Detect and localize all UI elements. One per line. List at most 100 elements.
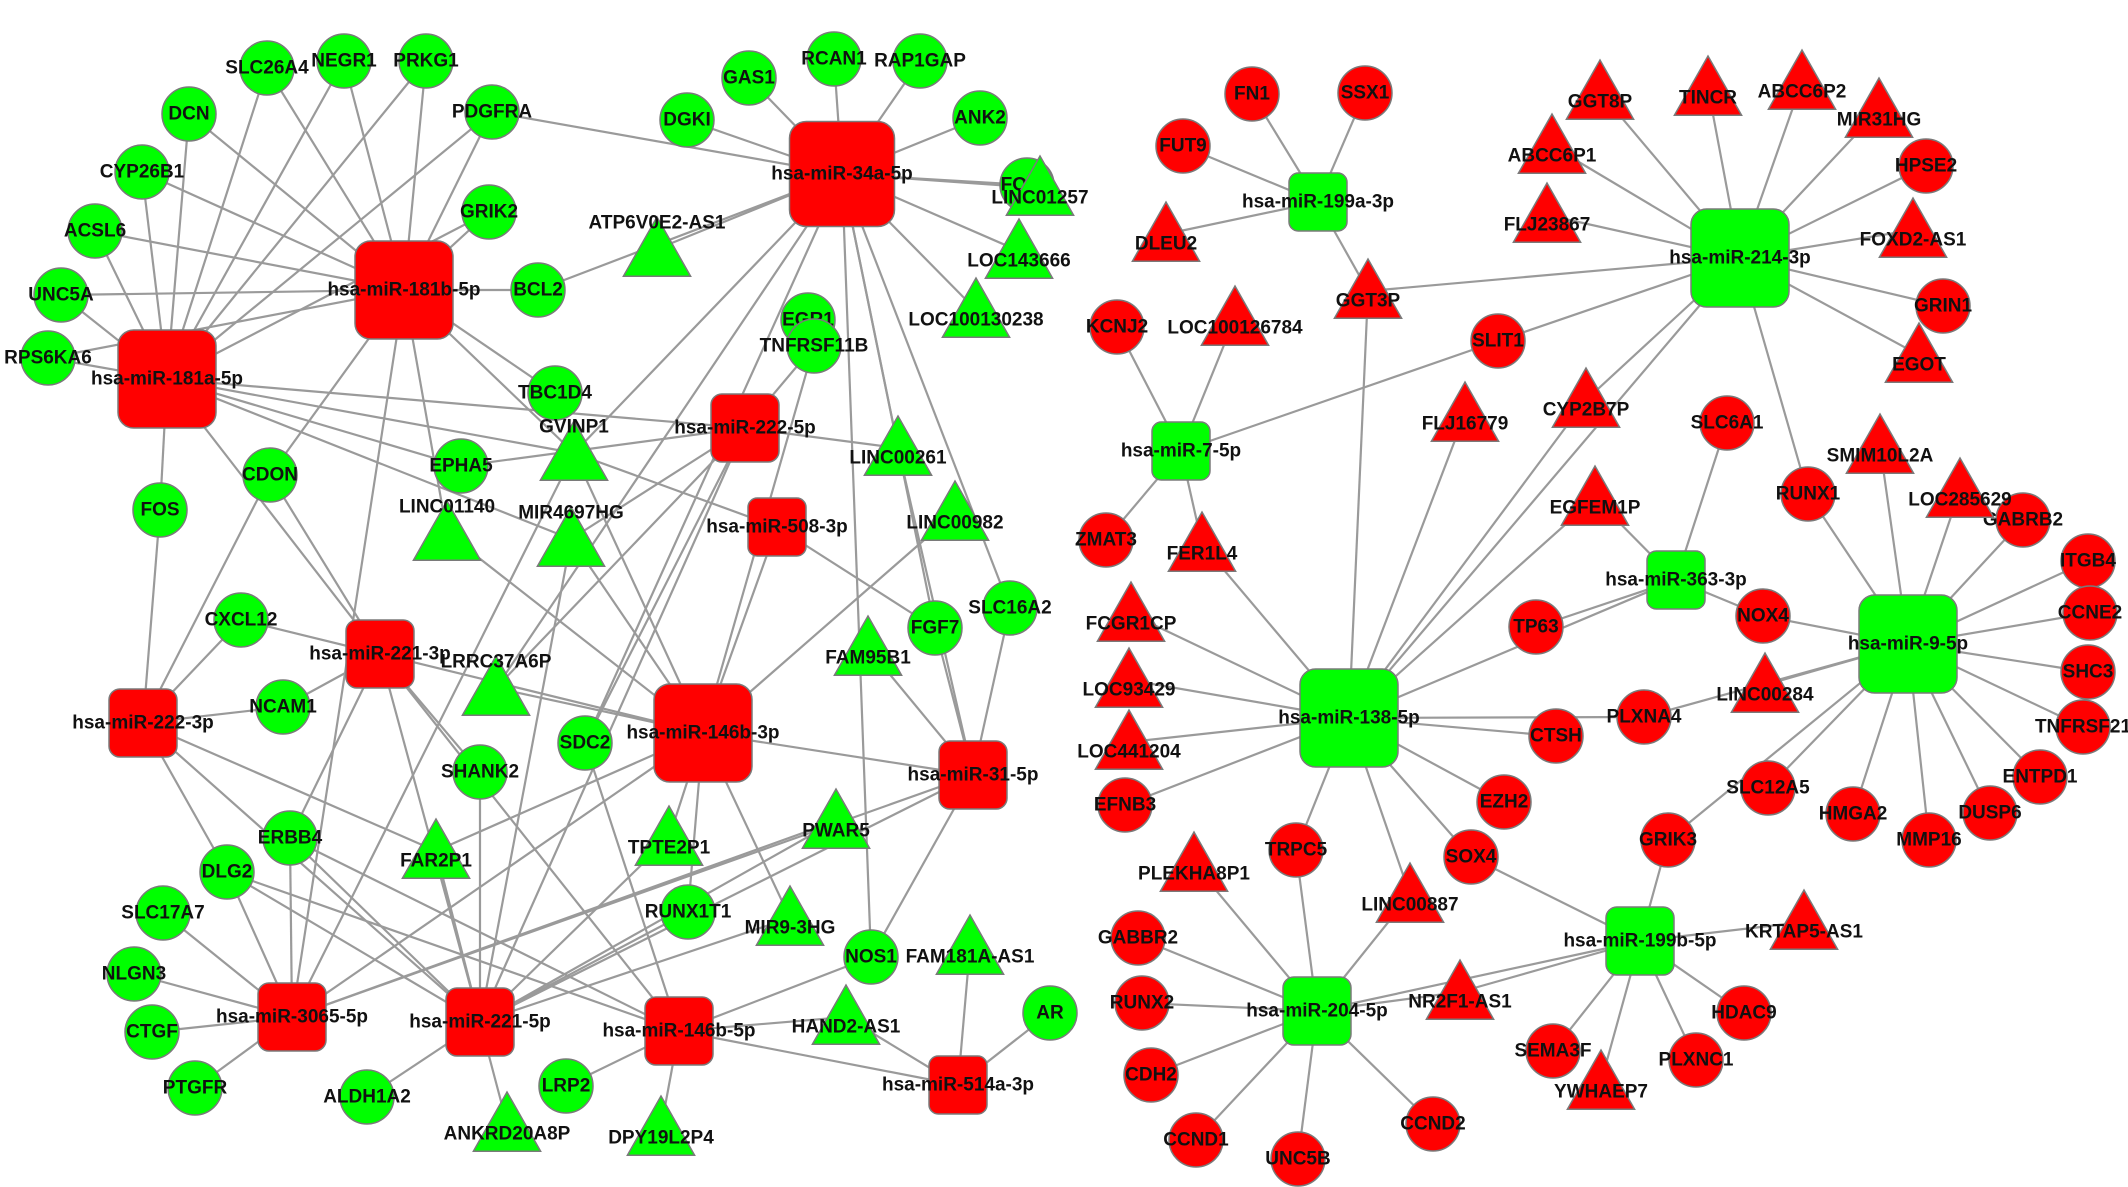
node-flj23867[interactable]: FLJ23867 (1504, 181, 1591, 243)
node-tbc1d4[interactable]: TBC1D4 (518, 365, 592, 421)
node-erbb4[interactable]: ERBB4 (258, 810, 323, 866)
node-ggt8p[interactable]: GGT8P (1565, 58, 1635, 120)
node-hsa-mir-7-5p[interactable]: hsa-miR-7-5p (1121, 421, 1241, 481)
node-krtap5-as1[interactable]: KRTAP5-AS1 (1745, 888, 1863, 950)
node-hand2-as1[interactable]: HAND2-AS1 (792, 983, 901, 1045)
node-ncam1[interactable]: NCAM1 (249, 679, 317, 735)
node-slc16a2[interactable]: SLC16A2 (968, 580, 1052, 636)
node-loc285629[interactable]: LOC285629 (1908, 456, 2012, 518)
node-rps6ka6[interactable]: RPS6KA6 (4, 330, 92, 386)
node-itgb4[interactable]: ITGB4 (2060, 533, 2116, 589)
node-sox4[interactable]: SOX4 (1443, 829, 1499, 885)
node-slc26a4[interactable]: SLC26A4 (225, 40, 309, 96)
node-atp6v0e2-as1[interactable]: ATP6V0E2-AS1 (589, 213, 726, 277)
node-egfem1p[interactable]: EGFEM1P (1550, 464, 1641, 526)
node-aldh1a2[interactable]: ALDH1A2 (323, 1069, 411, 1125)
node-plekha8p1[interactable]: PLEKHA8P1 (1138, 830, 1250, 892)
node-trpc5[interactable]: TRPC5 (1265, 822, 1328, 878)
node-fcgr1cp[interactable]: FCGR1CP (1086, 580, 1177, 642)
node-hsa-mir-31-5p[interactable]: hsa-miR-31-5p (908, 740, 1039, 810)
node-nr2f1-as1[interactable]: NR2F1-AS1 (1408, 958, 1512, 1020)
node-bcl2[interactable]: BCL2 (510, 262, 566, 318)
node-fam95b1[interactable]: FAM95B1 (825, 614, 911, 676)
node-ggt3p[interactable]: GGT3P (1333, 257, 1403, 319)
node-dleu2[interactable]: DLEU2 (1131, 200, 1201, 262)
node-grik3[interactable]: GRIK3 (1639, 812, 1697, 868)
node-gvinp1[interactable]: GVINP1 (539, 417, 609, 481)
node-loc441204[interactable]: LOC441204 (1077, 708, 1181, 770)
node-hsa-mir-222-3p[interactable]: hsa-miR-222-3p (72, 688, 214, 758)
node-flj16779[interactable]: FLJ16779 (1422, 380, 1509, 442)
node-fgf7[interactable]: FGF7 (907, 600, 963, 656)
node-slc12a5[interactable]: SLC12A5 (1726, 760, 1810, 816)
node-hsa-mir-221-5p[interactable]: hsa-miR-221-5p (409, 987, 551, 1057)
node-fut9[interactable]: FUT9 (1155, 118, 1211, 174)
node-ssx1[interactable]: SSX1 (1337, 65, 1393, 121)
node-hsa-mir-181a-5p[interactable]: hsa-miR-181a-5p (91, 329, 243, 429)
node-lrp2[interactable]: LRP2 (538, 1058, 594, 1114)
node-hsa-mir-34a-5p[interactable]: hsa-miR-34a-5p (771, 120, 913, 228)
node-ankrd20a8p[interactable]: ANKRD20A8P (444, 1090, 571, 1152)
node-dgki[interactable]: DGKI (659, 92, 715, 148)
node-rcan1[interactable]: RCAN1 (801, 31, 867, 87)
node-shank2[interactable]: SHANK2 (441, 744, 519, 800)
node-cyp2b7p[interactable]: CYP2B7P (1543, 366, 1630, 428)
node-hsa-mir-199a-3p[interactable]: hsa-miR-199a-3p (1242, 172, 1394, 232)
node-slit1[interactable]: SLIT1 (1470, 313, 1526, 369)
node-entpd1[interactable]: ENTPD1 (2003, 749, 2078, 805)
node-dpy19l2p4[interactable]: DPY19L2P4 (608, 1094, 714, 1156)
node-loc93429[interactable]: LOC93429 (1083, 646, 1176, 708)
node-epha5[interactable]: EPHA5 (429, 438, 493, 494)
node-slc6a1[interactable]: SLC6A1 (1691, 395, 1764, 451)
node-linc01140[interactable]: LINC01140 (399, 497, 495, 561)
node-hsa-mir-146b-5p[interactable]: hsa-miR-146b-5p (602, 996, 756, 1066)
node-hsa-mir-214-3p[interactable]: hsa-miR-214-3p (1669, 208, 1811, 308)
node-hsa-mir-514a-3p[interactable]: hsa-miR-514a-3p (882, 1055, 1034, 1115)
node-runx1[interactable]: RUNX1 (1776, 466, 1841, 522)
node-hsa-mir-221-3p[interactable]: hsa-miR-221-3p (309, 619, 451, 689)
node-fam181a-as1[interactable]: FAM181A-AS1 (906, 913, 1035, 975)
node-linc01257[interactable]: LINC01257 (991, 154, 1089, 216)
node-hsa-mir-204-5p[interactable]: hsa-miR-204-5p (1246, 976, 1388, 1046)
node-hpse2[interactable]: HPSE2 (1895, 138, 1957, 194)
node-nlgn3[interactable]: NLGN3 (102, 946, 166, 1002)
node-ctsh[interactable]: CTSH (1528, 708, 1584, 764)
node-lrrc37a6p[interactable]: LRRC37A6P (441, 652, 552, 716)
node-tp63[interactable]: TP63 (1508, 599, 1564, 655)
node-tpte2p1[interactable]: TPTE2P1 (628, 804, 711, 866)
node-ar[interactable]: AR (1022, 985, 1078, 1041)
node-hmga2[interactable]: HMGA2 (1819, 786, 1888, 842)
node-mir31hg[interactable]: MIR31HG (1837, 76, 1921, 138)
node-gas1[interactable]: GAS1 (721, 50, 777, 106)
node-cdh2[interactable]: CDH2 (1123, 1047, 1179, 1103)
node-hsa-mir-146b-3p[interactable]: hsa-miR-146b-3p (626, 683, 780, 783)
node-ptgfr[interactable]: PTGFR (163, 1060, 228, 1116)
node-ank2[interactable]: ANK2 (952, 90, 1008, 146)
node-linc00887[interactable]: LINC00887 (1361, 861, 1459, 923)
node-nos1[interactable]: NOS1 (843, 929, 899, 985)
node-mmp16[interactable]: MMP16 (1896, 812, 1962, 868)
node-linc00982[interactable]: LINC00982 (906, 479, 1004, 541)
node-plxnc1[interactable]: PLXNC1 (1659, 1032, 1734, 1088)
node-smim10l2a[interactable]: SMIM10L2A (1827, 412, 1934, 474)
node-gabbr2[interactable]: GABBR2 (1098, 910, 1178, 966)
node-acsl6[interactable]: ACSL6 (64, 203, 126, 259)
node-hdac9[interactable]: HDAC9 (1711, 985, 1777, 1041)
node-grik2[interactable]: GRIK2 (460, 184, 518, 240)
node-hsa-mir-363-3p[interactable]: hsa-miR-363-3p (1605, 550, 1747, 610)
node-sdc2[interactable]: SDC2 (557, 715, 613, 771)
node-negr1[interactable]: NEGR1 (311, 33, 377, 89)
node-pdgfra[interactable]: PDGFRA (452, 84, 533, 140)
node-mir9-3hg[interactable]: MIR9-3HG (745, 884, 836, 946)
node-fos[interactable]: FOS (132, 482, 188, 538)
node-hsa-mir-9-5p[interactable]: hsa-miR-9-5p (1848, 594, 1968, 694)
node-cyp26b1[interactable]: CYP26B1 (100, 144, 185, 200)
node-ccne2[interactable]: CCNE2 (2058, 585, 2122, 641)
node-efnb3[interactable]: EFNB3 (1094, 777, 1156, 833)
node-tnfrsf11b[interactable]: TNFRSF11B (760, 318, 869, 374)
node-fn1[interactable]: FN1 (1224, 66, 1280, 122)
node-hsa-mir-222-5p[interactable]: hsa-miR-222-5p (674, 393, 816, 463)
node-tnfrsf21[interactable]: TNFRSF21 (2035, 699, 2128, 755)
node-slc17a7[interactable]: SLC17A7 (121, 885, 205, 941)
node-ccnd1[interactable]: CCND1 (1163, 1112, 1229, 1168)
